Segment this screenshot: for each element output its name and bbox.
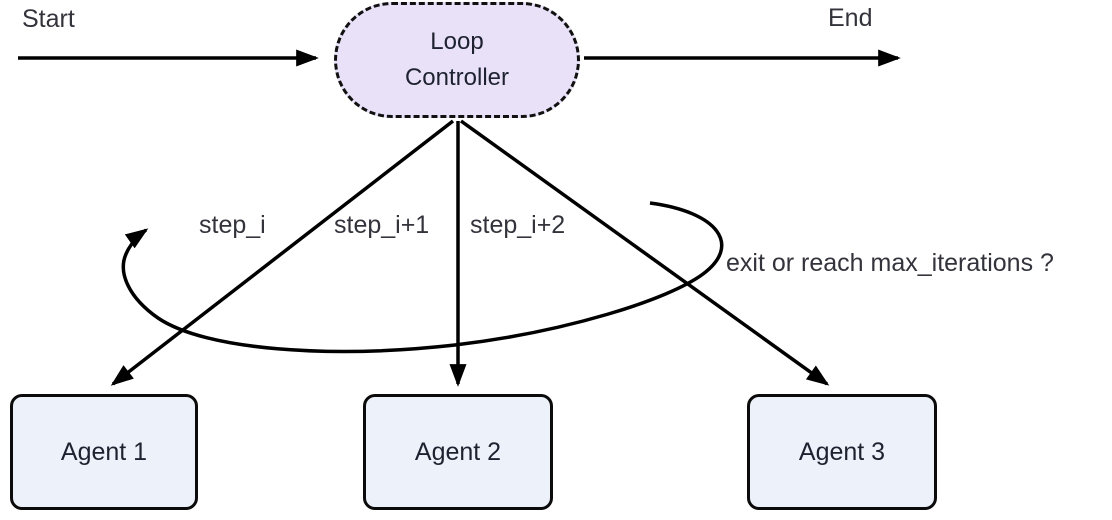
agent-3-label: Agent 3 [798,437,886,466]
loop-exit-annotation: exit or reach max_iterations ? [726,249,1054,277]
agent-1-label: Agent 1 [60,437,148,466]
loop-back-edge [121,201,724,354]
end-label: End [828,4,873,32]
edge-controller-to-agent3 [459,119,830,386]
edge-label-step-i-plus-1: step_i+1 [334,211,430,239]
agent-1-node: Agent 1 [10,394,198,510]
loop-controller-node: Loop Controller [334,2,580,118]
agent-2-node: Agent 2 [363,394,553,510]
edge-label-step-i: step_i [199,211,266,239]
loop-controller-label: Loop Controller [404,28,510,91]
agent-3-node: Agent 3 [747,394,937,510]
edge-label-step-i-plus-2: step_i+2 [470,211,566,239]
agent-2-label: Agent 2 [414,437,502,466]
start-label: Start [22,5,75,33]
edge-controller-to-agent1 [110,119,455,386]
